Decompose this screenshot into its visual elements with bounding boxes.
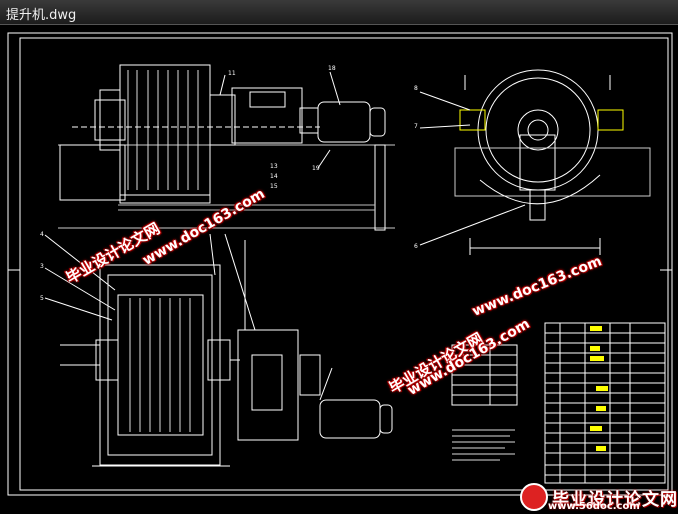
window-title: 提升机.dwg xyxy=(6,8,77,23)
bom-table xyxy=(544,322,666,484)
callout-13: 13 xyxy=(270,163,278,170)
tech-spec-table xyxy=(451,344,518,406)
sheet-border-outer xyxy=(7,32,673,496)
callout-8: 8 xyxy=(414,85,418,92)
callout-3: 3 xyxy=(40,263,44,270)
sheet-border-inner xyxy=(19,37,669,491)
callout-6: 6 xyxy=(414,243,418,250)
callout-18: 18 xyxy=(328,65,336,72)
tech-notes xyxy=(452,429,515,461)
leader-lines xyxy=(44,71,526,401)
callout-19: 19 xyxy=(312,165,320,172)
logo-circle-icon xyxy=(520,483,548,511)
callout-14: 14 xyxy=(270,173,278,180)
winch-side-view xyxy=(58,64,395,231)
winch-end-view xyxy=(454,69,651,255)
bom-highlights xyxy=(590,326,608,451)
cad-drawing: 18 19 13 14 15 11 8 7 6 4 3 5 xyxy=(7,32,673,496)
footer-cn: 毕业设计论文网 xyxy=(552,489,678,510)
window-titlebar: 提升机.dwg xyxy=(0,0,678,25)
callout-11: 11 xyxy=(228,70,236,77)
footer-logo: 毕业设计论文网 xyxy=(520,482,678,512)
footer-url: www.56doc.com xyxy=(548,501,640,512)
callout-7: 7 xyxy=(414,123,418,130)
callout-15: 15 xyxy=(270,183,278,190)
winch-plan-view xyxy=(60,240,393,467)
callout-5: 5 xyxy=(40,295,44,302)
drawing-canvas[interactable]: 18 19 13 14 15 11 8 7 6 4 3 5 毕业设计论文网 ww… xyxy=(0,25,678,514)
callout-4: 4 xyxy=(40,231,44,238)
